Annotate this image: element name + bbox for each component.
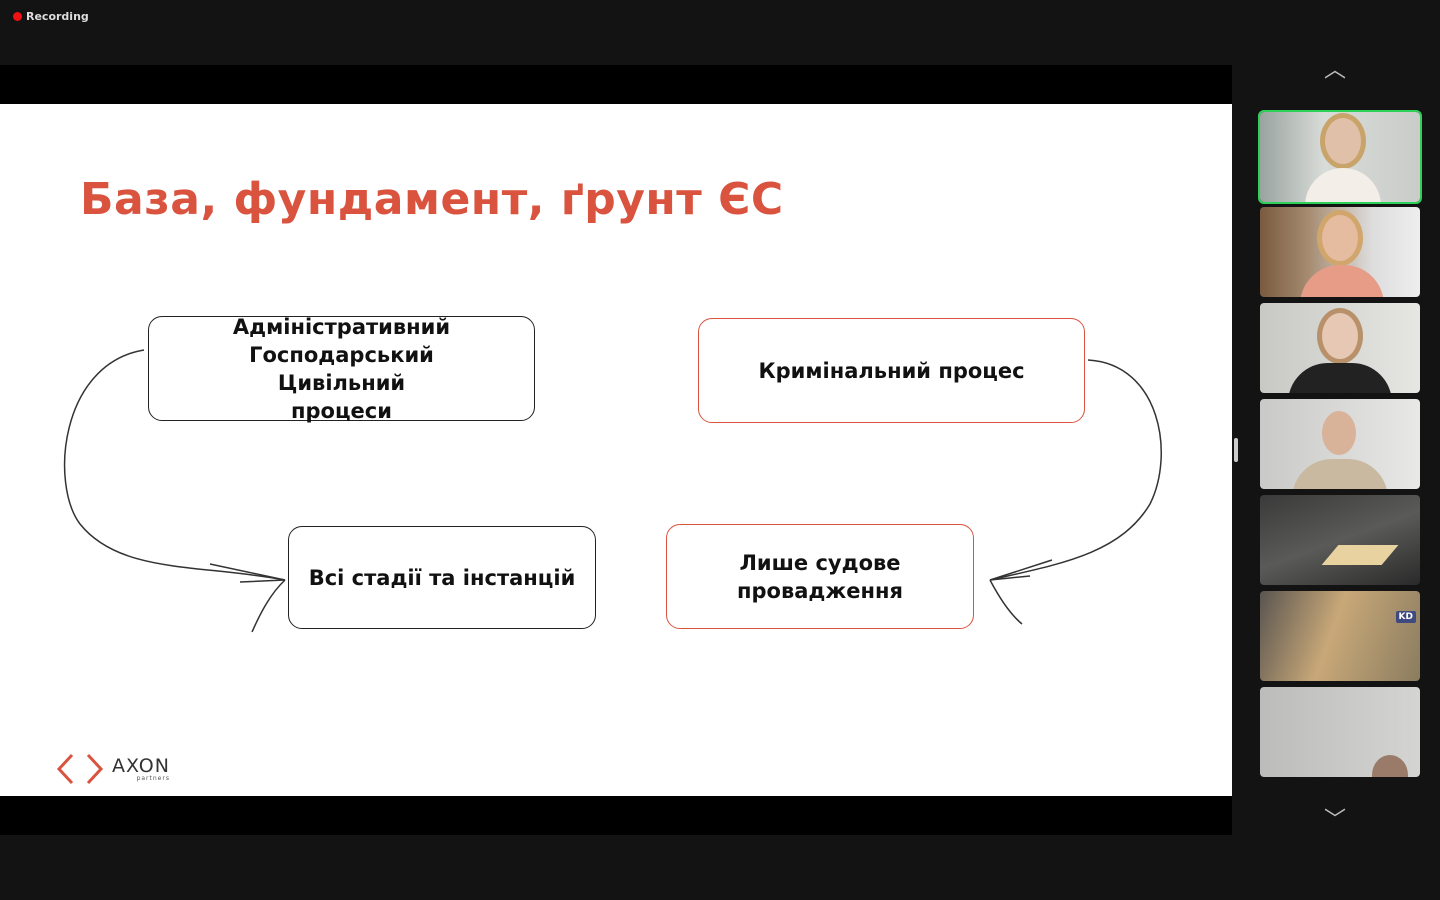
scroll-up-chevron-icon[interactable]: ︿ [1324,58,1347,83]
slide-title: База, фундамент, ґрунт ЄС [80,174,784,225]
participant-video[interactable]: KD [1260,591,1420,681]
box-criminal-process: Кримінальний процес [698,318,1085,423]
participants-panel: ︿ KD ﹀ [1232,0,1440,900]
participant-video[interactable] [1258,110,1422,204]
logo-name: AXON [112,754,170,777]
curved-arrows [63,349,1162,633]
box-line: Цивільний [277,370,406,395]
presentation-slide: База, фундамент, ґрунт ЄС Адміністративн… [0,104,1232,796]
box-line: процеси [291,398,392,423]
box-line: Лише судове [739,550,901,575]
participant-badge: KD [1395,611,1416,623]
participant-video[interactable] [1260,687,1420,777]
axon-brackets-icon [56,753,104,785]
box-all-stages: Всі стадії та інстанцій [288,526,596,629]
participant-video[interactable] [1260,207,1420,297]
participant-video[interactable] [1260,399,1420,489]
box-line: Адміністративний [232,314,451,339]
recording-label: Recording [26,10,89,23]
box-line: Господарський [249,342,434,367]
box-line: провадження [736,578,904,603]
record-dot-icon [13,12,22,21]
box-court-only: Лише судове провадження [666,524,974,629]
scroll-down-chevron-icon[interactable]: ﹀ [1324,808,1347,833]
participant-video[interactable] [1260,303,1420,393]
participant-video[interactable] [1260,495,1420,585]
resize-handle[interactable] [1234,438,1238,462]
box-civil-processes: Адміністративний Господарський Цивільний… [148,314,535,423]
recording-indicator: Recording [13,10,89,23]
logo-sub: partners [136,774,170,782]
